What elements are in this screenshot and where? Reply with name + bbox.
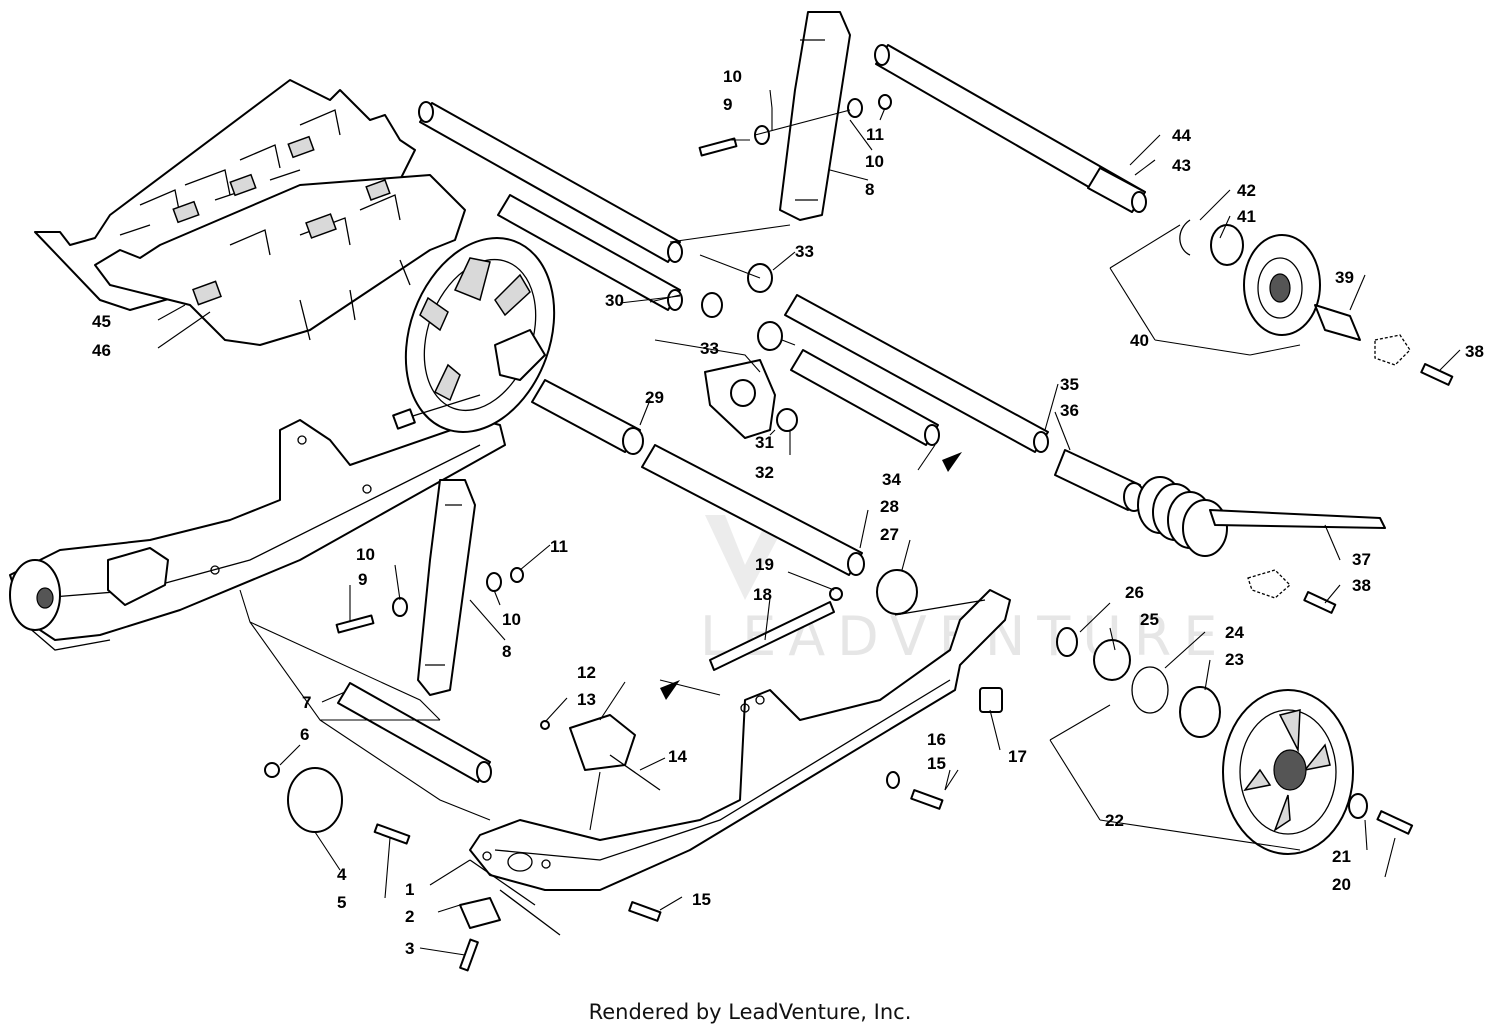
callout-19: 19: [755, 555, 774, 574]
front-idler-wheel: [392, 237, 556, 433]
callout-9-lower: 9: [358, 570, 367, 589]
shafts: [337, 44, 1386, 783]
callout-31: 31: [755, 433, 774, 452]
callout-5: 5: [337, 893, 346, 912]
credit-line: Rendered by LeadVenture, Inc.: [588, 1000, 912, 1024]
callout-10-lower-a: 10: [356, 545, 375, 564]
callout-27: 27: [880, 525, 899, 544]
callout-20: 20: [1332, 875, 1351, 894]
callout-8-upper: 8: [865, 180, 874, 199]
callout-37: 37: [1352, 550, 1371, 569]
hardware: [264, 94, 1454, 972]
callout-40: 40: [1130, 331, 1149, 350]
callout-6: 6: [300, 725, 309, 744]
torque-arms: [417, 11, 851, 696]
callout-7: 7: [302, 693, 311, 712]
callout-13: 13: [577, 690, 596, 709]
callout-12: 12: [577, 663, 596, 682]
callout-46: 46: [92, 341, 111, 360]
callout-3: 3: [405, 939, 414, 958]
callout-34: 34: [882, 470, 901, 489]
callout-24: 24: [1225, 623, 1244, 642]
callout-15-lower: 15: [692, 890, 711, 909]
callout-9-upper: 9: [723, 95, 732, 114]
callout-10-lower-b: 10: [502, 610, 521, 629]
callout-33-lower: 33: [700, 339, 719, 358]
callout-33-upper: 33: [795, 242, 814, 261]
callout-44: 44: [1172, 126, 1191, 145]
callout-10-upper-b: 10: [865, 152, 884, 171]
direction-arrow-lower: [660, 680, 680, 700]
callout-10-upper-a: 10: [723, 67, 742, 86]
callouts: 1 2 3 4 5 6 7 8 8 9 9 10 10 10 10 11 11 …: [92, 67, 1484, 958]
callout-16: 16: [927, 730, 946, 749]
callout-14: 14: [668, 747, 687, 766]
callout-38-lower: 38: [1352, 576, 1371, 595]
callout-43: 43: [1172, 156, 1191, 175]
callout-25: 25: [1140, 610, 1159, 629]
direction-arrow-upper: [942, 452, 962, 472]
callout-26: 26: [1125, 583, 1144, 602]
callout-39: 39: [1335, 268, 1354, 287]
callout-18: 18: [753, 585, 772, 604]
callout-29: 29: [645, 388, 664, 407]
callout-4: 4: [337, 865, 347, 884]
callout-11-upper: 11: [866, 125, 884, 144]
left-rail: [9, 419, 506, 651]
track-section: [34, 79, 466, 346]
right-rail: [469, 589, 1011, 936]
callout-21: 21: [1332, 847, 1351, 866]
callout-38-upper: 38: [1465, 342, 1484, 361]
callout-2: 2: [405, 907, 414, 926]
callout-17: 17: [1008, 747, 1027, 766]
callout-42: 42: [1237, 181, 1256, 200]
callout-41: 41: [1237, 207, 1256, 226]
callout-36: 36: [1060, 401, 1079, 420]
callout-8-lower: 8: [502, 642, 511, 661]
callout-15-right: 15: [927, 754, 946, 773]
callout-28: 28: [880, 497, 899, 516]
callout-32: 32: [755, 463, 774, 482]
callout-35: 35: [1060, 375, 1079, 394]
callout-30: 30: [605, 291, 624, 310]
callout-22: 22: [1105, 811, 1124, 830]
callout-45: 45: [92, 312, 111, 331]
callout-1: 1: [405, 880, 414, 899]
callout-23: 23: [1225, 650, 1244, 669]
rear-wheels: [1056, 219, 1361, 855]
parts-diagram: LEADVENTURE: [9, 11, 1484, 972]
leader-lines: [157, 89, 1461, 956]
callout-11-lower: 11: [550, 537, 568, 556]
